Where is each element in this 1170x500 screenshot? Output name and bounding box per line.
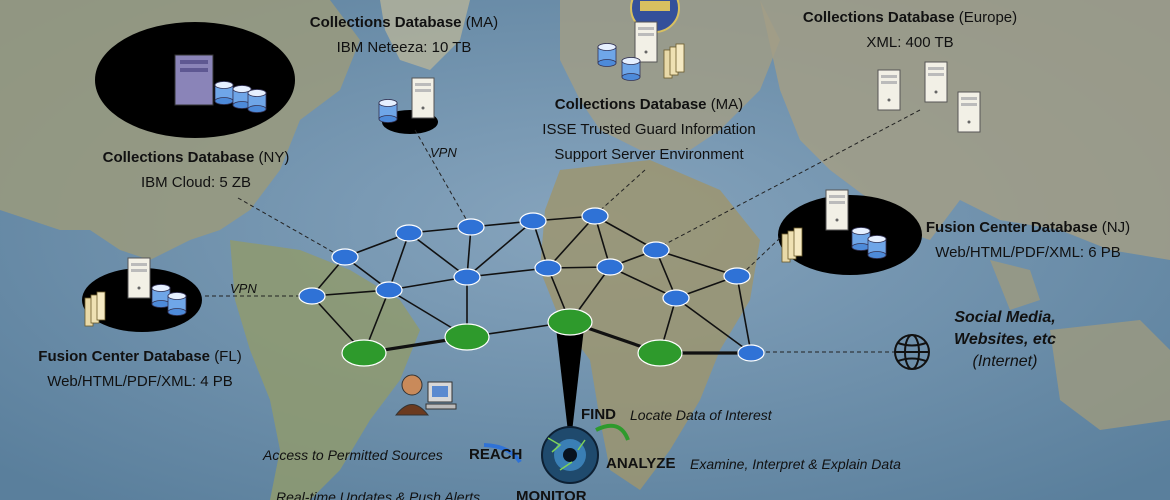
db-detail: IBM Neteeza: 10 TB [336, 39, 472, 56]
network-node [395, 224, 423, 242]
fl-cluster-blob [82, 268, 202, 332]
vpn-label-left: VPN [230, 281, 257, 296]
ma-isse-label: Collections Database (MA) ISSE Trusted G… [510, 92, 788, 167]
internet-label: Social Media, Websites, etc (Internet) [930, 307, 1080, 373]
reach-desc: Access to Permitted Sources [263, 447, 443, 463]
monitor-desc: Real-time Updates & Push Alerts [276, 489, 481, 500]
hub-node [547, 308, 593, 336]
db-region: (NY) [258, 149, 290, 166]
network-node [375, 281, 403, 299]
db-name: Collections Database [802, 9, 955, 26]
db-detail: Web/HTML/PDF/XML: 4 PB [47, 373, 233, 390]
network-node [581, 207, 609, 225]
network-node [534, 259, 562, 277]
network-node [519, 212, 547, 230]
ma-neteeza-label: Collections Database (MA) IBM Neteeza: 1… [296, 10, 512, 60]
eye-icon [541, 426, 599, 484]
europe-label: Collections Database (Europe) XML: 400 T… [800, 5, 1020, 55]
db-region: (MA) [465, 14, 499, 31]
db-name: Collections Database [309, 14, 462, 31]
network-node [331, 248, 359, 266]
hub-node [444, 323, 490, 351]
find-arc [595, 423, 630, 441]
network-node [642, 241, 670, 259]
monitor-label: MONITOR [516, 488, 587, 500]
south-america-landmass [230, 240, 420, 500]
analyze-desc: Examine, Interpret & Explain Data [690, 456, 901, 472]
db-name: Fusion Center Database [925, 219, 1098, 236]
network-node [662, 289, 690, 307]
db-detail: Web/HTML/PDF/XML: 6 PB [935, 244, 1121, 261]
db-region: (FL) [214, 348, 242, 365]
vpn-label-top: VPN [430, 145, 457, 160]
network-node [453, 268, 481, 286]
internet-line: Websites, etc [954, 331, 1056, 348]
db-detail: IBM Cloud: 5 ZB [140, 174, 252, 191]
db-region: (NJ) [1101, 219, 1131, 236]
ny-label: Collections Database (NY) IBM Cloud: 5 Z… [80, 145, 312, 195]
network-node [737, 344, 765, 362]
ny-server-icon [174, 54, 267, 113]
africa-landmass [540, 160, 760, 490]
db-name: Collections Database [554, 96, 707, 113]
network-node [723, 267, 751, 285]
hub-node [637, 339, 683, 367]
europe-server-icon [877, 61, 981, 133]
db-name: Collections Database [102, 149, 255, 166]
find-label: FIND [581, 406, 616, 423]
nj-label: Fusion Center Database (NJ) Web/HTML/PDF… [910, 215, 1146, 265]
analyst-person-icon [394, 374, 457, 416]
reach-label: REACH [469, 446, 523, 463]
reach-arc [483, 443, 522, 464]
internet-line: (Internet) [972, 353, 1038, 370]
network-node [596, 258, 624, 276]
ma-isse-server-icon [597, 0, 685, 81]
analyze-label: ANALYZE [606, 455, 676, 472]
hub-node [341, 339, 387, 367]
db-region: (Europe) [958, 9, 1018, 26]
globe-icon [894, 334, 930, 370]
db-detail: ISSE Trusted Guard Information [542, 121, 756, 138]
db-detail: XML: 400 TB [866, 34, 954, 51]
network-node [457, 218, 485, 236]
network-node [298, 287, 326, 305]
db-region: (MA) [710, 96, 744, 113]
data-funnel [556, 328, 584, 432]
fl-label: Fusion Center Database (FL) Web/HTML/PDF… [22, 344, 258, 394]
find-desc: Locate Data of Interest [630, 407, 772, 423]
internet-line: Social Media, [954, 309, 1056, 326]
db-detail: Support Server Environment [554, 146, 744, 163]
db-name: Fusion Center Database [38, 348, 211, 365]
